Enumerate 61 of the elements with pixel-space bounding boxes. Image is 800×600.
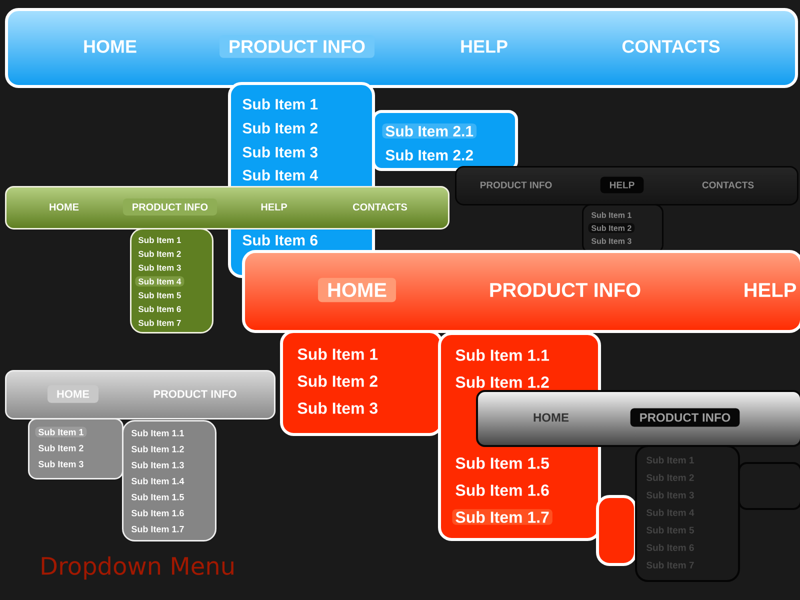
menu-item: HELP bbox=[744, 283, 796, 297]
menu-item: Sub Item 1.3 bbox=[131, 462, 184, 468]
submenu-panel bbox=[372, 110, 518, 171]
menu-item: Sub Item 2 bbox=[588, 223, 635, 233]
menu-item: Sub Item 1.6 bbox=[131, 510, 184, 516]
menu-item: Sub Item 1.1 bbox=[131, 430, 184, 436]
menu-item: Sub Item 1.7 bbox=[452, 509, 552, 525]
menu-item: Sub Item 3 bbox=[242, 146, 318, 158]
menu-item: HELP bbox=[461, 40, 508, 53]
menu-item: Sub Item 2 bbox=[38, 444, 84, 452]
menu-bar bbox=[242, 250, 800, 333]
menu-item: HOME bbox=[50, 203, 79, 211]
menu-item: Sub Item 2 bbox=[298, 375, 378, 387]
menu-item: Sub Item 3 bbox=[298, 402, 378, 414]
menu-item: HOME bbox=[318, 278, 396, 302]
menu-item: PRODUCT INFO bbox=[220, 35, 374, 58]
menu-item: HOME bbox=[534, 413, 569, 422]
menu-item: Sub Item 6 bbox=[242, 234, 318, 246]
menu-item: Sub Item 1 bbox=[591, 212, 632, 218]
menu-item: Sub Item 2 bbox=[138, 250, 181, 257]
menu-item: Sub Item 3 bbox=[138, 264, 181, 271]
dropdown-panel bbox=[28, 418, 124, 480]
menu-bar bbox=[455, 166, 798, 206]
menu-item: Sub Item 1.5 bbox=[456, 457, 549, 469]
menu-item: Sub Item 1.4 bbox=[131, 478, 184, 484]
menu-item: Sub Item 1.5 bbox=[131, 494, 184, 500]
title: Dropdown Menu bbox=[42, 556, 234, 580]
menu-item: Sub Item 3 bbox=[591, 238, 632, 244]
menu-item: Sub Item 4 bbox=[242, 170, 318, 180]
menu-item: HELP bbox=[600, 176, 644, 194]
menu-item: Sub Item 1.6 bbox=[456, 484, 549, 496]
menu-item: Sub Item 1 bbox=[35, 426, 87, 438]
menu-item: PRODUCT INFO bbox=[154, 390, 236, 398]
menu-item: Sub Item 2.2 bbox=[386, 150, 473, 160]
menu-item: Sub Item 2.1 bbox=[382, 124, 477, 138]
menu-item: Sub Item 5 bbox=[138, 292, 181, 298]
submenu-panel bbox=[596, 495, 637, 566]
menu-item: CONTACTS bbox=[622, 40, 720, 53]
menu-item: PRODUCT INFO bbox=[480, 182, 552, 188]
menu-item: Sub Item 2 bbox=[242, 122, 318, 134]
menu-item: PRODUCT INFO bbox=[630, 408, 740, 427]
menu-item: Sub Item 1.2 bbox=[456, 376, 549, 388]
menu-item: Sub Item 1 bbox=[138, 236, 181, 244]
dropdown-panel bbox=[280, 330, 443, 436]
dropdown-panel bbox=[130, 228, 214, 334]
menu-item: Sub Item 7 bbox=[138, 320, 181, 326]
menu-item: Sub Item 1 bbox=[242, 98, 318, 110]
dropdown-panel bbox=[635, 445, 740, 582]
menu-item: CONTACTS bbox=[353, 203, 408, 211]
menu-item: Sub Item 1 bbox=[298, 348, 378, 360]
menu-item: Sub Item 1.1 bbox=[456, 349, 549, 361]
menu-item: HOME bbox=[84, 40, 136, 53]
menu-item: Sub Item 1.2 bbox=[131, 446, 184, 452]
menu-bar bbox=[476, 390, 800, 447]
menu-item: CONTACTS bbox=[702, 182, 754, 188]
menu-item: Sub Item 6 bbox=[138, 306, 181, 312]
menu-item: PRODUCT INFO bbox=[122, 198, 218, 216]
menu-item: PRODUCT INFO bbox=[490, 282, 640, 298]
menu-item: Sub Item 3 bbox=[38, 460, 84, 468]
menu-item: HELP bbox=[261, 204, 287, 210]
menu-item: Sub Item 1.7 bbox=[131, 526, 184, 532]
